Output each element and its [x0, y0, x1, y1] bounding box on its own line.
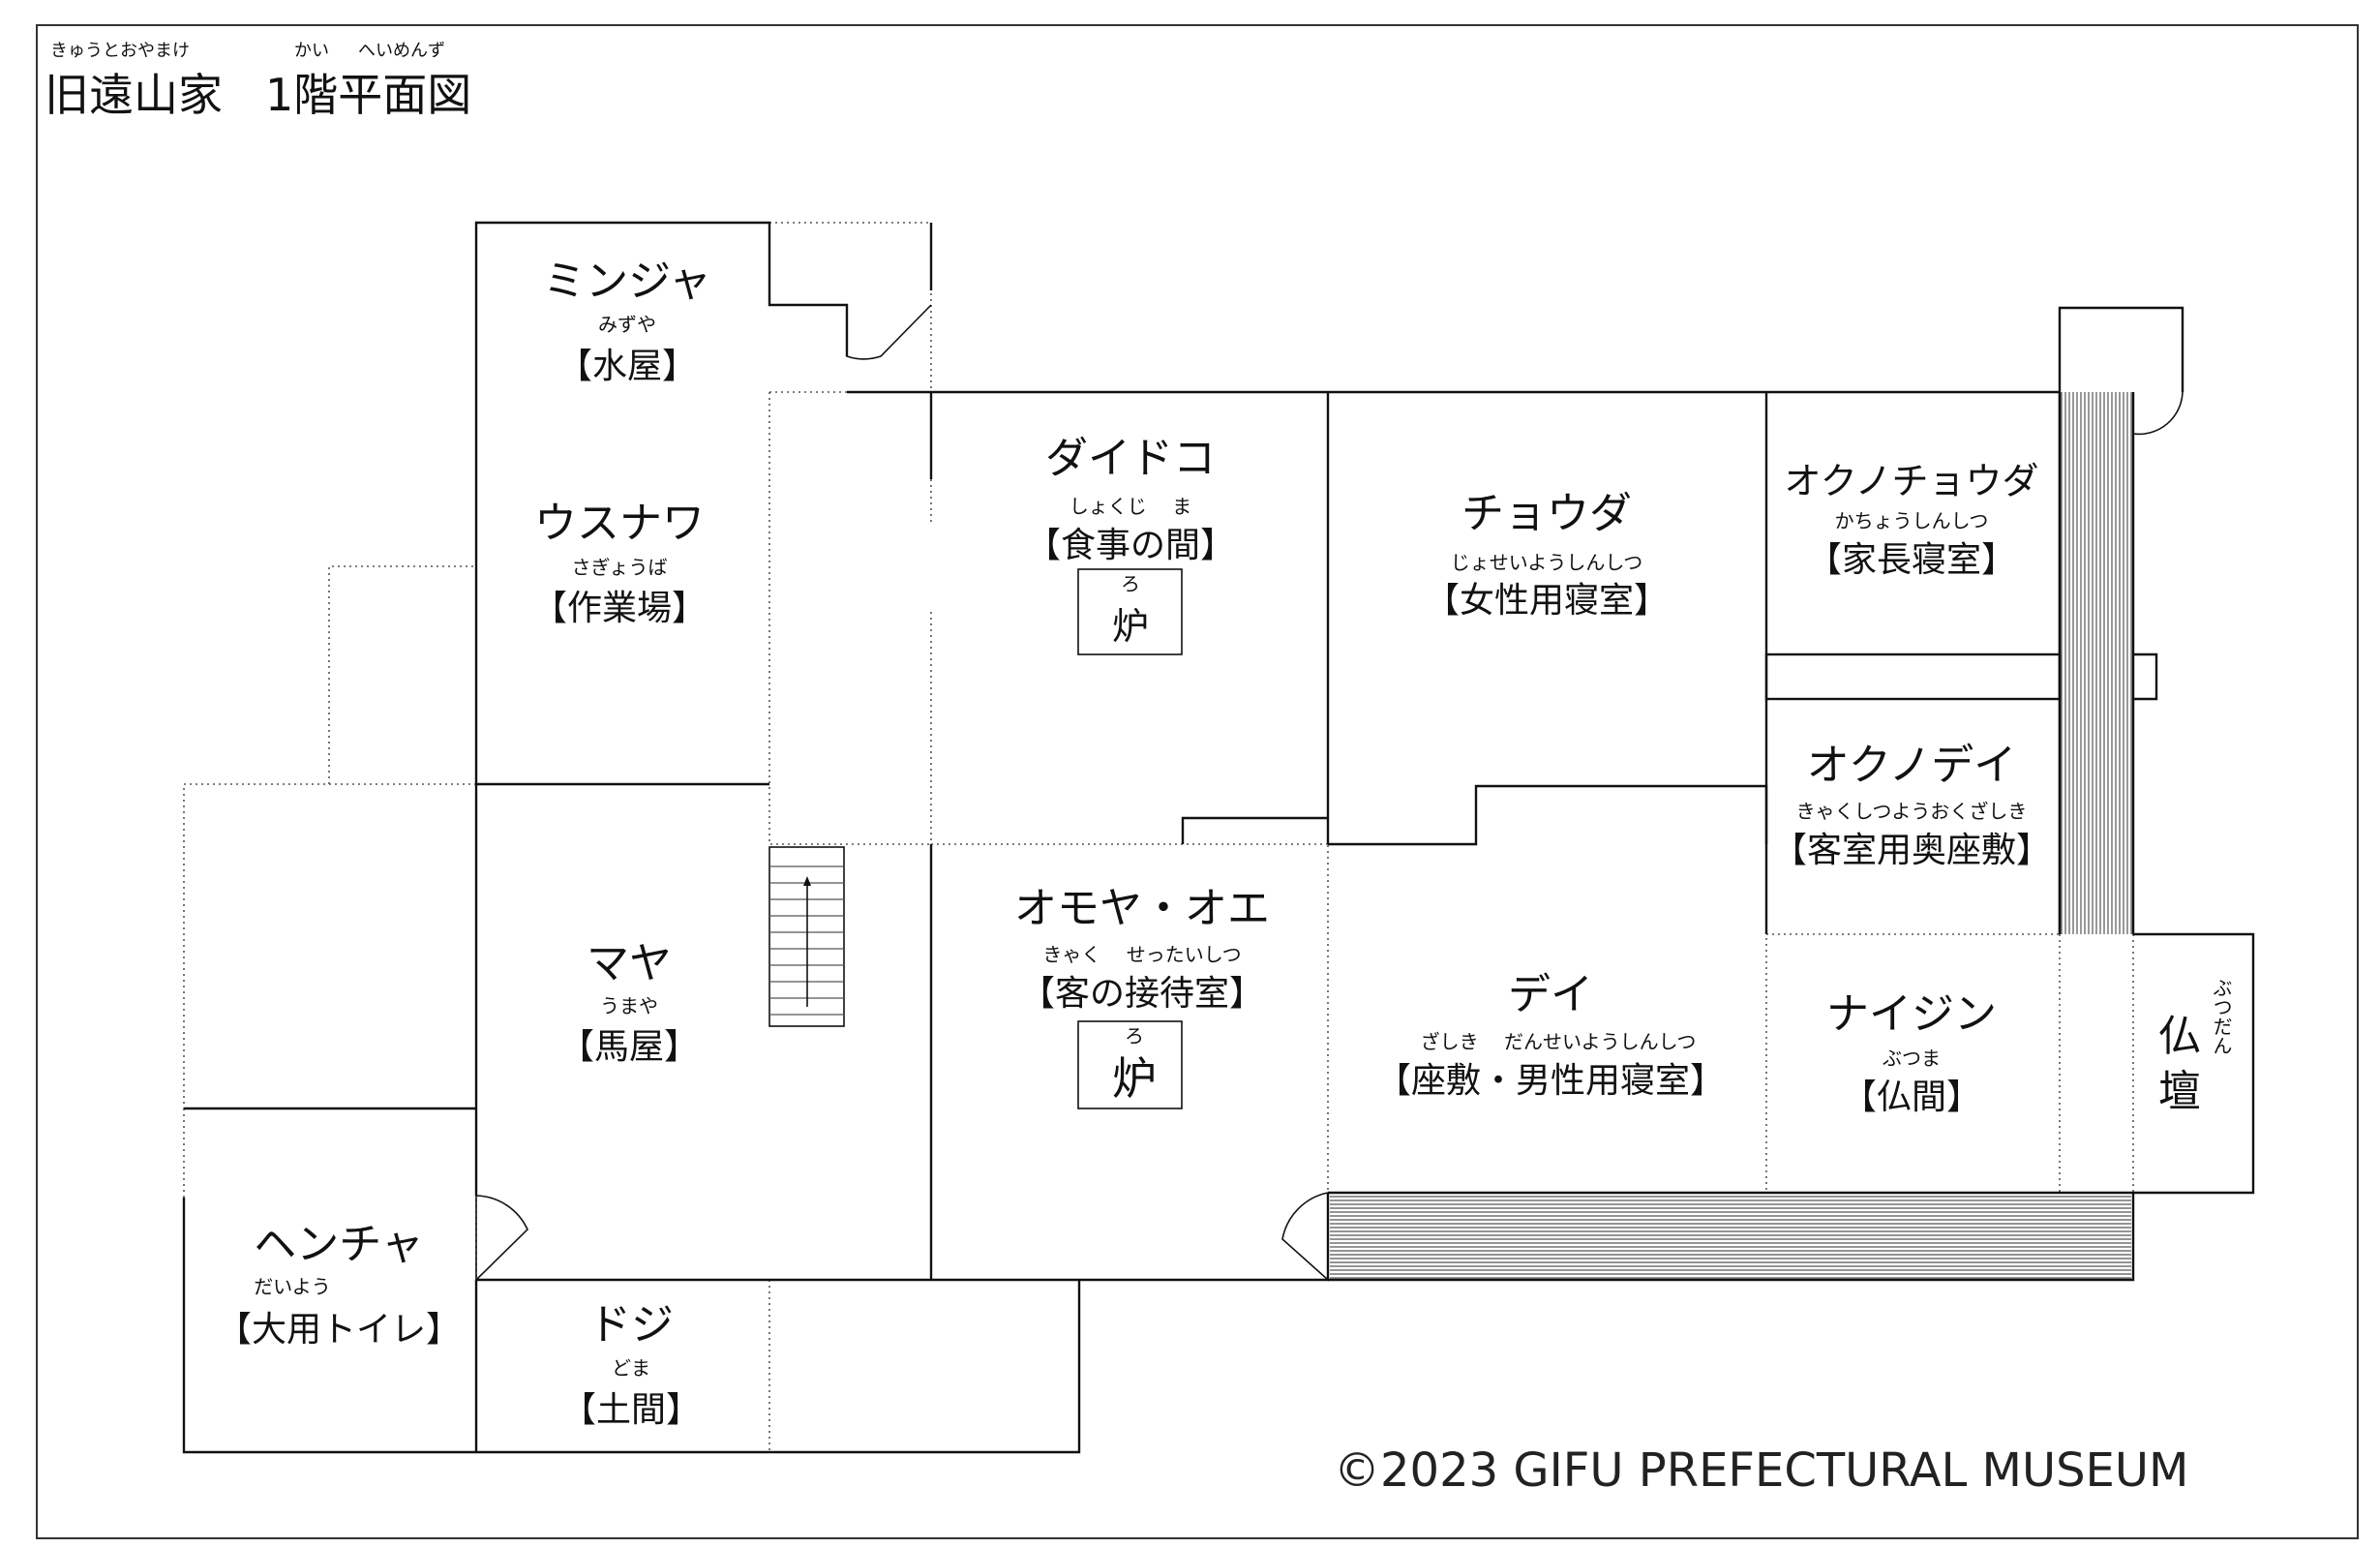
stairs: [768, 846, 845, 1027]
room-purpose: 【作業場】: [532, 589, 707, 628]
room-purpose: 【土間】: [561, 1390, 701, 1430]
room-ruby: ざしき だんせいようしんしつ: [1421, 1030, 1697, 1053]
doors: [475, 304, 2184, 1282]
room-purpose: 【食事の間】: [1026, 526, 1235, 565]
room-purpose: 【水屋】: [557, 347, 697, 386]
room-ruby: きゃくしつようおくざしき: [1796, 800, 2028, 823]
room-doji: ドジ どま 【土間】: [561, 1300, 701, 1430]
hearth-ruby: ろ: [1121, 572, 1140, 595]
room-hencha: ヘンチャ だいよう 【大用トイレ】: [217, 1220, 461, 1350]
plan-title: きゅうとおやまけ 旧遠山家 かい へいめんず 1階平面図: [45, 41, 471, 121]
room-purpose: 【女性用寝室】: [1425, 581, 1669, 621]
room-purpose: 【仏間】: [1842, 1078, 1981, 1117]
room-purpose: 【馬屋】: [559, 1027, 699, 1067]
room-maya: マヤ うまや 【馬屋】: [559, 939, 699, 1067]
room-ruby: ぶつだん: [2210, 978, 2233, 1055]
room-name: ダイドコ: [1045, 434, 1216, 483]
title-right: 1階平面図: [265, 69, 471, 121]
copyright: ©2023 GIFU PREFECTURAL MUSEUM: [1334, 1443, 2188, 1498]
room-ruby: どま: [612, 1356, 650, 1380]
room-ruby: しょくじ ま: [1069, 495, 1191, 518]
room-naijin: ナイジン ぶつま 【仏間】: [1826, 989, 1997, 1117]
hearth-label: 炉: [1112, 1052, 1157, 1105]
room-name-2: 壇: [2158, 1067, 2201, 1116]
room-name: ウスナワ: [534, 499, 705, 548]
room-okunochouda: オクノチョウダ かちょうしんしつ 【家長寝室】: [1785, 460, 2039, 580]
room-ruby: うまや: [600, 994, 658, 1017]
room-name: オクノチョウダ: [1785, 460, 2039, 502]
title-left: 旧遠山家: [45, 69, 223, 121]
room-purpose: 【座敷・男性用寝室】: [1376, 1061, 1725, 1101]
room-ruby: だいよう: [254, 1275, 331, 1298]
room-ruby: かちょうしんしつ: [1835, 509, 1989, 532]
room-name: ドジ: [588, 1300, 674, 1350]
room-okunodei: オクノデイ きゃくしつようおくざしき 【客室用奥座敷】: [1772, 741, 2051, 870]
room-butsudan: 仏 壇 ぶつだん: [2158, 978, 2233, 1116]
room-name: オモヤ・オエ: [1014, 884, 1270, 933]
engawa-hatch-horizontal: [1330, 1196, 2131, 1279]
hearth-ruby: ろ: [1125, 1024, 1144, 1047]
room-name-1: 仏: [2158, 1012, 2201, 1061]
room-name: ナイジン: [1826, 989, 1997, 1039]
room-ruby: じょせいようしんしつ: [1451, 551, 1642, 574]
room-chouda: チョウダ じょせいようしんしつ 【女性用寝室】: [1425, 489, 1669, 621]
hearth-omoya: ろ 炉: [1077, 1020, 1183, 1109]
hearth-daidoko: ろ 炉: [1077, 568, 1183, 655]
room-name: オクノデイ: [1807, 741, 2016, 790]
room-ruby: きゃく せったいしつ: [1042, 943, 1241, 966]
page-frame: [36, 24, 2359, 1539]
room-minja: ミンジャ みずや 【水屋】: [543, 257, 711, 386]
title-ruby-right-1: かい: [294, 41, 329, 61]
room-ruby: ぶつま: [1883, 1047, 1941, 1070]
room-ruby: みずや: [598, 313, 656, 336]
walls: [182, 221, 2255, 1454]
room-purpose: 【大用トイレ】: [217, 1310, 461, 1350]
room-name: デイ: [1508, 970, 1593, 1019]
title-ruby-right-2: へいめんず: [358, 41, 445, 61]
engawa-hatch-vertical: [2061, 392, 2132, 934]
room-purpose: 【家長寝室】: [1807, 540, 2016, 580]
room-name: マヤ: [587, 939, 672, 988]
room-omoya: オモヤ・オエ きゃく せったいしつ 【客の接待室】: [1014, 884, 1270, 1014]
hearth-label: 炉: [1112, 605, 1149, 648]
room-daidoko: ダイドコ しょくじ ま 【食事の間】: [1026, 434, 1235, 565]
room-purpose: 【客の接待室】: [1020, 974, 1264, 1014]
room-purpose: 【客室用奥座敷】: [1772, 831, 2051, 870]
room-name: ミンジャ: [543, 257, 711, 306]
room-dei: デイ ざしき だんせいようしんしつ 【座敷・男性用寝室】: [1376, 970, 1725, 1101]
room-name: ヘンチャ: [254, 1220, 424, 1269]
title-ruby-left: きゅうとおやまけ: [50, 41, 190, 61]
room-name: チョウダ: [1461, 489, 1632, 538]
room-ruby: さぎょうば: [572, 556, 668, 579]
room-usanawa: ウスナワ さぎょうば 【作業場】: [532, 499, 707, 628]
